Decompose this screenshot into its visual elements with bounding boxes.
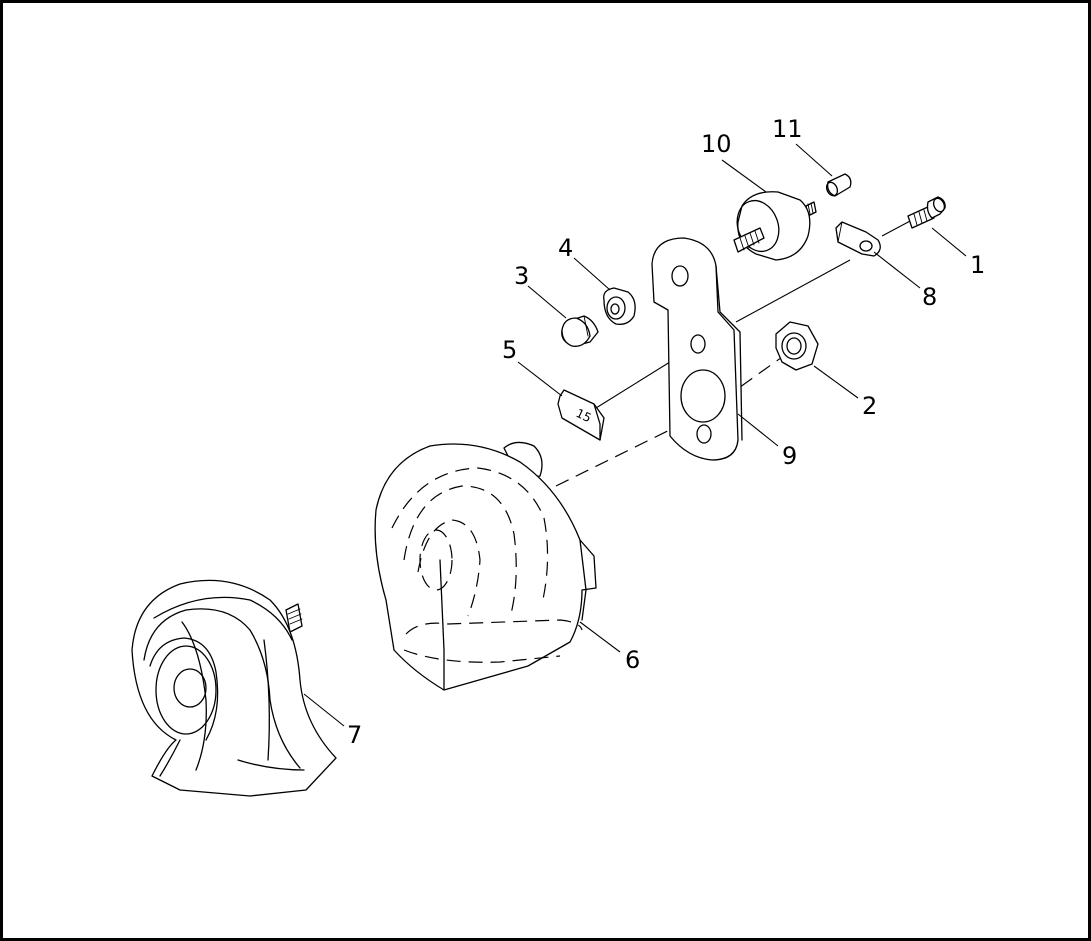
callout-5: 5: [502, 336, 517, 364]
part-5-clip: 15: [557, 389, 605, 441]
callout-3: 3: [514, 262, 529, 290]
part-1-screw: [907, 196, 946, 229]
callout-labels: 1 2 3 4 5 6 7 8 9 10 11: [347, 115, 985, 749]
part-8-clip: [835, 221, 881, 257]
part-11-sleeve: [825, 173, 852, 197]
callout-6: 6: [625, 646, 640, 674]
part-2-hex-nut: [775, 321, 819, 371]
part-9-bracket: [651, 237, 743, 461]
part-4-flange-nut: [603, 287, 636, 325]
callout-1: 1: [970, 251, 985, 279]
callout-4: 4: [558, 234, 573, 262]
callout-2: 2: [862, 392, 877, 420]
leader-lines: [303, 143, 967, 727]
part-3-acorn-nut: [561, 315, 599, 347]
callout-10: 10: [701, 130, 732, 158]
callout-11: 11: [772, 115, 803, 143]
part-7-horn-small: [131, 579, 337, 797]
part-6-horn-large: [374, 441, 597, 691]
clip-stamp-text: 15: [574, 406, 594, 425]
part-10-isolator: [733, 191, 817, 261]
callout-7: 7: [347, 721, 362, 749]
callout-9: 9: [782, 442, 797, 470]
callout-8: 8: [922, 283, 937, 311]
